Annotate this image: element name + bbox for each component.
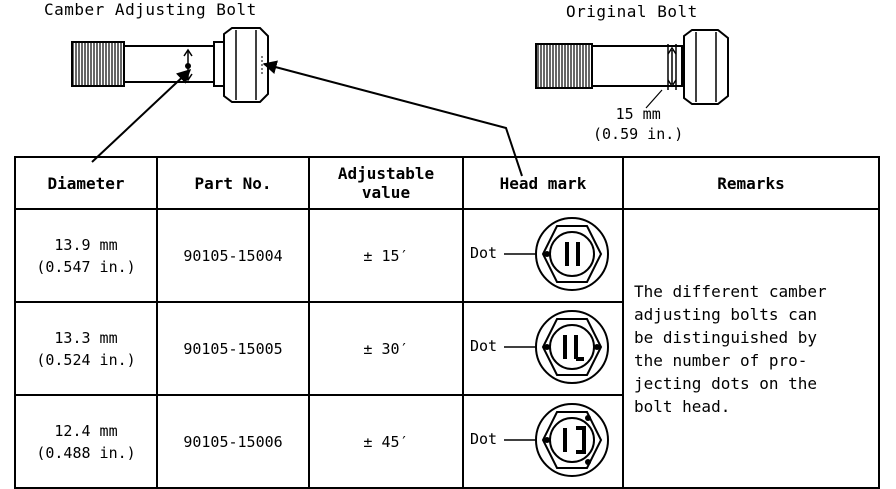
- table-row: 12.4 mm (0.488 in.) 90105-15006 ± 45′ Do…: [14, 394, 879, 489]
- diameter-cell: 13.9 mm (0.547 in.): [14, 208, 158, 303]
- original-bolt-title: Original Bolt: [566, 2, 698, 21]
- dot-label: Dot: [470, 244, 498, 262]
- original-bolt-drawing: [535, 29, 729, 109]
- header-adjustable-value: Adjustable value: [308, 156, 464, 210]
- header-remarks: Remarks: [622, 156, 880, 210]
- adjustable-value-cell: ± 30′: [308, 301, 464, 396]
- diameter-cell: 12.4 mm (0.488 in.): [14, 394, 158, 489]
- table-row: 13.9 mm (0.547 in.) 90105-15004 ± 15′ Do…: [14, 208, 880, 489]
- dot-label: Dot: [470, 430, 498, 448]
- adjustable-value-cell: ± 45′: [308, 394, 464, 489]
- header-part-no: Part No.: [156, 156, 310, 210]
- bolt-head-two-dot-icon: [504, 310, 609, 384]
- part-no-cell: 90105-15005: [156, 301, 310, 396]
- measurement-inch: (0.59 in.): [593, 125, 684, 143]
- bolt-head-one-dot-icon: [504, 217, 609, 291]
- head-mark-cell: Dot: [462, 394, 624, 489]
- bolt-head-three-dot-icon: [504, 403, 609, 477]
- camber-bolt-drawing: [71, 27, 269, 103]
- table-header-row: Diameter Part No. Adjustable value Head …: [14, 156, 880, 210]
- header-head-mark: Head mark: [462, 156, 624, 210]
- diameter-leader-arrow: [91, 69, 192, 163]
- bolt-spec-table: Diameter Part No. Adjustable value Head …: [14, 156, 880, 489]
- table-row: 13.3 mm (0.524 in.) 90105-15005 ± 30′ Do…: [14, 301, 879, 396]
- header-diameter: Diameter: [14, 156, 158, 210]
- camber-bolt-title: Camber Adjusting Bolt: [44, 0, 257, 19]
- remarks-cell: The different camber adjusting bolts can…: [622, 208, 880, 489]
- part-no-cell: 90105-15004: [156, 208, 310, 303]
- adjustable-value-cell: ± 15′: [308, 208, 464, 303]
- original-bolt-measurement: 15 mm (0.59 in.): [593, 104, 683, 144]
- part-no-cell: 90105-15006: [156, 394, 310, 489]
- head-mark-cell: Dot: [462, 208, 624, 303]
- measurement-mm: 15 mm: [615, 105, 661, 123]
- head-mark-cell: Dot: [462, 301, 624, 396]
- dot-label: Dot: [470, 337, 498, 355]
- diameter-cell: 13.3 mm (0.524 in.): [14, 301, 158, 396]
